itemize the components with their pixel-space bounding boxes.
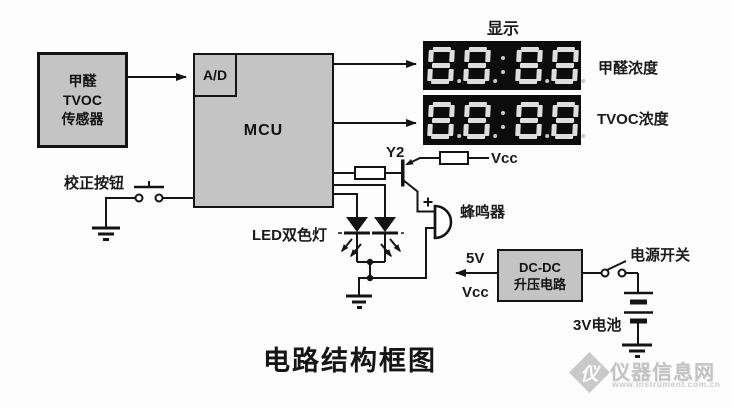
pushbutton-contact-left	[134, 193, 144, 203]
display-caption: 显示	[487, 21, 520, 38]
seven-segment-digit	[463, 47, 498, 84]
led-circuit	[334, 184, 404, 309]
battery-symbol	[624, 291, 653, 324]
pushbutton-contact-right	[154, 193, 164, 203]
transistor-bar	[401, 159, 405, 187]
power-switch-label: 电源开关	[630, 247, 691, 264]
calibration-button-label: 校正按钮	[64, 175, 125, 192]
plus-sign	[423, 197, 433, 207]
transistor-collector-lead	[402, 179, 434, 213]
ground-symbol-center	[346, 294, 372, 309]
vcc-resistor	[439, 151, 469, 165]
transistor-circuit	[334, 151, 489, 213]
page-title: 电路结构框图	[263, 346, 437, 376]
seven-segment-digit	[551, 101, 586, 139]
power-switch-contact-right	[617, 268, 627, 278]
watermark-site-url: www.instrument.com.cn	[612, 379, 721, 389]
led-left-diode	[346, 217, 368, 232]
led-emission-arrows	[341, 238, 401, 258]
power-switch-contact-left	[600, 268, 610, 278]
transistor-ref-label: Y2	[386, 144, 405, 161]
ground-symbol-left	[92, 226, 120, 241]
watermark-site-name: 仪器信息网	[610, 362, 715, 384]
dcdc-label: DC-DC 升压电路	[513, 259, 566, 292]
buzzer-label: 蜂鸣器	[460, 204, 506, 221]
battery-label: 3V电池	[573, 317, 622, 334]
power-circuit	[455, 260, 653, 358]
led-bicolor-label: LED双色灯	[252, 227, 328, 244]
adc-block: A/D	[193, 53, 237, 97]
seven-segment-digit	[515, 101, 550, 139]
display-colon	[500, 47, 506, 84]
formaldehyde-display	[423, 41, 586, 90]
calibration-button-circuit	[92, 181, 193, 241]
seven-segment-digit	[463, 101, 498, 139]
seven-segment-digit	[551, 47, 586, 84]
junction-dot	[366, 258, 374, 266]
power-switch-lever	[606, 260, 627, 271]
base-resistor	[354, 166, 386, 180]
sensor-label: 甲醛 TVOC 传感器	[61, 72, 104, 127]
supply-5v-label: 5V	[466, 250, 485, 267]
formaldehyde-concentration-label: 甲醛浓度	[598, 60, 659, 77]
vcc-bottom-label: Vcc	[462, 284, 489, 301]
transistor-emitter-arrow	[405, 157, 440, 166]
led-right-diode	[374, 217, 396, 232]
seven-segment-digit	[427, 101, 462, 139]
tvoc-concentration-label: TVOC浓度	[597, 111, 669, 128]
sensor-block: 甲醛 TVOC 传感器	[37, 52, 128, 148]
ground-symbol-right	[622, 343, 652, 358]
adc-label: A/D	[202, 67, 228, 83]
display-colon	[500, 102, 506, 139]
junction-dot	[366, 274, 374, 282]
mcu-label: MCU	[243, 121, 284, 139]
dcdc-boost-block: DC-DC 升压电路	[497, 249, 583, 302]
vcc-top-label: Vcc	[491, 150, 518, 167]
buzzer-symbol	[358, 204, 453, 279]
tvoc-display	[423, 95, 586, 145]
seven-segment-digit	[427, 47, 462, 84]
seven-segment-digit	[515, 47, 550, 84]
